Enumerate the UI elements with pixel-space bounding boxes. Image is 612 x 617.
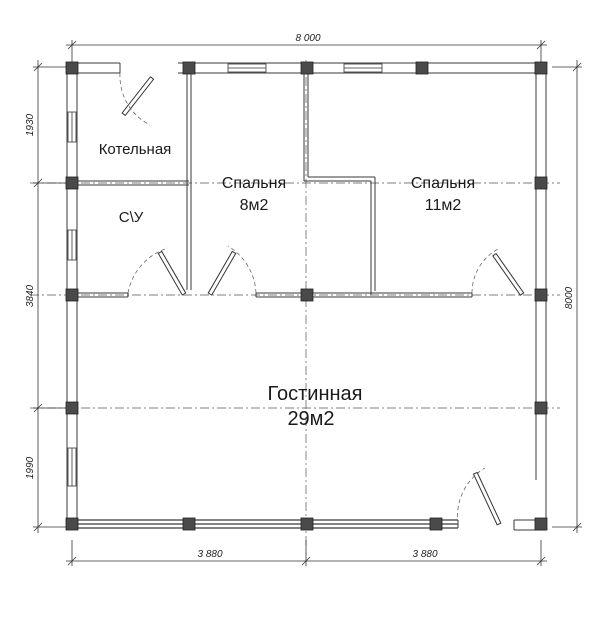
door-living-exterior	[472, 471, 502, 526]
doors	[119, 72, 525, 526]
room-bedroom-small-area: 8м2	[240, 197, 269, 214]
axis-lines	[30, 60, 560, 545]
dim-right-total: 8000	[564, 286, 575, 309]
room-bedroom-large-area: 11м2	[425, 197, 462, 214]
dim-left-lower: 1990	[25, 456, 36, 479]
dim-left-upper: 1930	[25, 113, 36, 136]
posts	[65, 61, 548, 531]
door-bathroom	[157, 250, 187, 296]
windows	[67, 63, 383, 487]
dim-top-total: 8 000	[295, 33, 320, 44]
dim-bottom-left: 3 880	[197, 549, 222, 560]
dim-left-middle: 3840	[25, 284, 36, 307]
room-bathroom-name: С\У	[119, 209, 144, 226]
dim-bottom-right: 3 880	[412, 549, 437, 560]
room-bedroom-small-name: Спальня	[222, 175, 286, 192]
room-boiler-name: Котельная	[99, 141, 172, 158]
interior-walls	[77, 73, 473, 298]
door-bedroom-11	[492, 252, 525, 296]
room-living-area: 29м2	[287, 408, 334, 430]
dimension-lines	[33, 40, 582, 566]
door-bedroom-8	[207, 250, 237, 296]
room-bedroom-large-name: Спальня	[411, 175, 475, 192]
room-living-name: Гостинная	[268, 383, 363, 405]
door-boiler	[121, 76, 155, 117]
